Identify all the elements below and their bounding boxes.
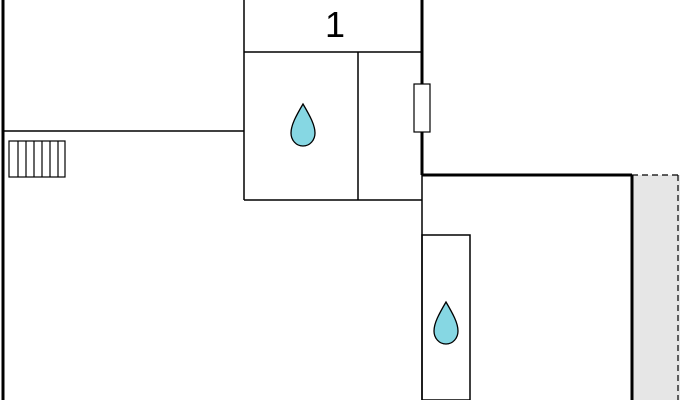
balcony-area xyxy=(632,175,680,400)
bathroom-block xyxy=(243,52,422,201)
shower-cabinet xyxy=(421,234,471,400)
radiator-icon xyxy=(413,83,431,133)
stairs-icon xyxy=(8,140,66,178)
room-label: 1 xyxy=(325,4,345,45)
water-drop-icon xyxy=(433,300,459,345)
water-drop-icon xyxy=(290,102,316,147)
room-1 xyxy=(243,0,422,53)
